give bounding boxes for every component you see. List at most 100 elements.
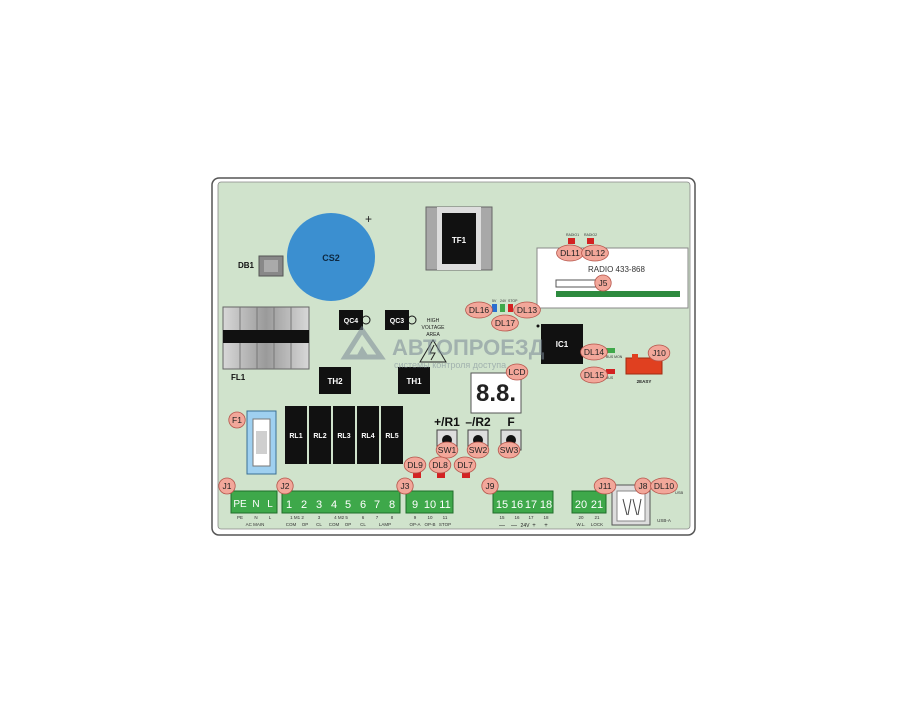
qc3-label: QC3 — [390, 318, 405, 325]
transformer-tf1: TF1 — [425, 206, 493, 271]
j9-caption-plus1: + — [532, 523, 536, 529]
j2-under-6: 8 — [391, 515, 394, 520]
j3-caption-opa: OP-A — [409, 522, 420, 527]
badge-dl8: DL8 — [428, 456, 452, 474]
thyristor-th1: TH1 — [398, 367, 430, 394]
radio-module-label: RADIO 433-868 — [588, 265, 645, 274]
badge-j11: J11 — [593, 477, 617, 495]
badge-dl16-label: DL16 — [469, 305, 490, 315]
thyristor-th2: TH2 — [319, 367, 351, 394]
j9-caption-24v: 24V — [521, 523, 531, 529]
lcd-digits: 8.8. — [476, 380, 516, 407]
j1-caption: AC MAIN — [246, 522, 265, 527]
j3-pin-9: 9 — [412, 499, 418, 511]
j1-under-l: L — [269, 515, 272, 520]
th1-label: TH1 — [406, 377, 422, 386]
badge-dl12-label: DL12 — [585, 248, 606, 258]
filter-fl1: FL1 — [222, 306, 310, 382]
sw1-caption: +/R1 — [434, 415, 460, 429]
badge-dl15-label: DL15 — [584, 370, 605, 380]
high-voltage-area: HIGH VOLTAGE AREA — [419, 318, 447, 363]
j2-pin-5: 5 — [345, 499, 351, 511]
badge-j1-label: J1 — [223, 481, 232, 491]
sw2-caption: –/R2 — [465, 415, 491, 429]
j11-under-21: 21 — [594, 515, 600, 520]
badge-j5-label: J5 — [599, 278, 608, 288]
capacitor-cs2: CS2 + — [287, 212, 375, 301]
badge-dl15: DL15 — [580, 366, 608, 384]
badge-sw1: SW1 — [435, 441, 459, 459]
terminal-j2: 1 2 3 4 5 6 7 8 1 M1 2 3 4 M2 5 6 7 8 CO… — [281, 490, 401, 527]
j2-pin-6: 6 — [360, 499, 366, 511]
badge-j3-label: J3 — [401, 481, 410, 491]
terminal-j9: 15 16 17 18 15 16 17 18 — — 24V + + — [492, 490, 554, 529]
badge-lcd-label: LCD — [508, 367, 525, 377]
badge-dl12: DL12 — [581, 244, 609, 262]
j9-under-15: 15 — [499, 515, 505, 520]
badge-sw3: SW3 — [497, 441, 521, 459]
badge-dl10-label: DL10 — [654, 481, 675, 491]
chip-ic1: IC1 — [536, 324, 583, 364]
badge-dl13: DL13 — [513, 301, 541, 319]
watermark: АВТОПРОЕЗД системы контроля доступа — [340, 325, 545, 370]
lightning-icon — [429, 344, 436, 361]
badge-j10-label: J10 — [652, 348, 666, 358]
j2-under-2: 3 — [318, 515, 321, 520]
badge-dl16: DL16 — [465, 301, 493, 319]
j2-caption-com2: COM — [329, 522, 340, 527]
badge-j10: J10 — [647, 344, 671, 362]
badge-j3: J3 — [396, 477, 414, 495]
badge-j9-label: J9 — [486, 481, 495, 491]
badge-dl9-label: DL9 — [407, 460, 423, 470]
badge-dl17-label: DL17 — [495, 318, 516, 328]
j2-pin-2: 2 — [301, 499, 307, 511]
j11-caption-lock: LOCK — [591, 522, 603, 527]
j2-pin-7: 7 — [374, 499, 380, 511]
badge-dl11-label: DL11 — [560, 248, 580, 258]
watermark-subtitle: системы контроля доступа — [394, 360, 506, 370]
j2-pin-4: 4 — [331, 499, 337, 511]
badge-dl11: DL11 — [556, 244, 584, 262]
j1-pin-pe: PE — [233, 499, 247, 510]
ic1-label: IC1 — [556, 340, 569, 349]
rl1-label: RL1 — [289, 433, 302, 440]
input-leds — [413, 472, 470, 478]
j1-under-pe: PE — [237, 515, 243, 520]
j2-caption-op1: OP — [302, 522, 309, 527]
j2-caption-cl2: CL — [360, 522, 366, 527]
j2-under-4: 6 — [362, 515, 365, 520]
badge-j9: J9 — [481, 477, 499, 495]
capacitor-plus-icon: + — [365, 212, 372, 226]
radio2-led-label: RADIO2 — [584, 233, 597, 237]
j9-caption-minus1: — — [499, 523, 505, 529]
badge-j8: J8 — [634, 477, 652, 495]
j9-under-17: 17 — [528, 515, 534, 520]
fuse-f1 — [246, 410, 277, 475]
radio-leds: RADIO1 RADIO2 — [566, 233, 597, 244]
j9-under-16: 16 — [514, 515, 520, 520]
j9-pin-17: 17 — [525, 499, 537, 511]
j1-pin-l: L — [267, 499, 273, 510]
j11-pin-20: 20 — [575, 499, 587, 511]
j2-pin-3: 3 — [316, 499, 322, 511]
j9-under-18: 18 — [543, 515, 549, 520]
badge-dl14: DL14 — [580, 343, 608, 361]
led-24v-label: 24V — [500, 299, 507, 303]
badge-dl17: DL17 — [491, 314, 519, 332]
terminal-j11: 20 21 20 21 W.L. LOCK — [571, 490, 607, 527]
j10-sub-label: 2EASY — [637, 379, 652, 384]
j3-under-11: 11 — [443, 515, 448, 520]
j9-caption-minus2: — — [511, 523, 517, 529]
usb-port-j8: USB-A USB — [611, 484, 684, 526]
rl5-label: RL5 — [385, 433, 398, 440]
j2-caption-lamp: LAMP — [379, 522, 391, 527]
badge-sw2-label: SW2 — [469, 445, 488, 455]
terminal-j3: 9 10 11 9 10 11 OP-A OP-B STOP — [405, 490, 454, 527]
power-leds: 5V 24V STOP — [492, 299, 518, 312]
j3-under-9: 9 — [414, 515, 417, 520]
badge-j5: J5 — [594, 274, 612, 292]
j9-pin-16: 16 — [511, 499, 523, 511]
j2-caption-op2: OP — [345, 522, 352, 527]
rl2-label: RL2 — [313, 433, 326, 440]
